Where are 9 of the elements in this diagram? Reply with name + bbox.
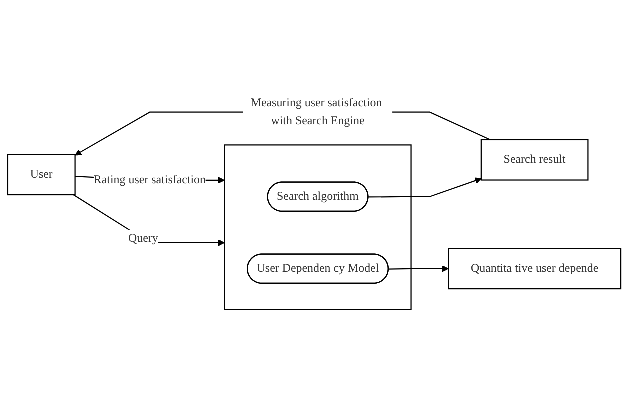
edge-label: Measuring user satisfaction with Search Engine <box>250 96 382 128</box>
edge-label: Rating user satisfaction <box>94 174 206 186</box>
node-box: Search result <box>480 139 589 181</box>
cluster <box>224 144 412 310</box>
arrow <box>388 266 449 272</box>
arrow <box>368 178 482 198</box>
node-box: Quantita tive user depende <box>448 248 622 290</box>
node-box: User <box>7 154 76 196</box>
edge-label: Query <box>128 232 158 245</box>
